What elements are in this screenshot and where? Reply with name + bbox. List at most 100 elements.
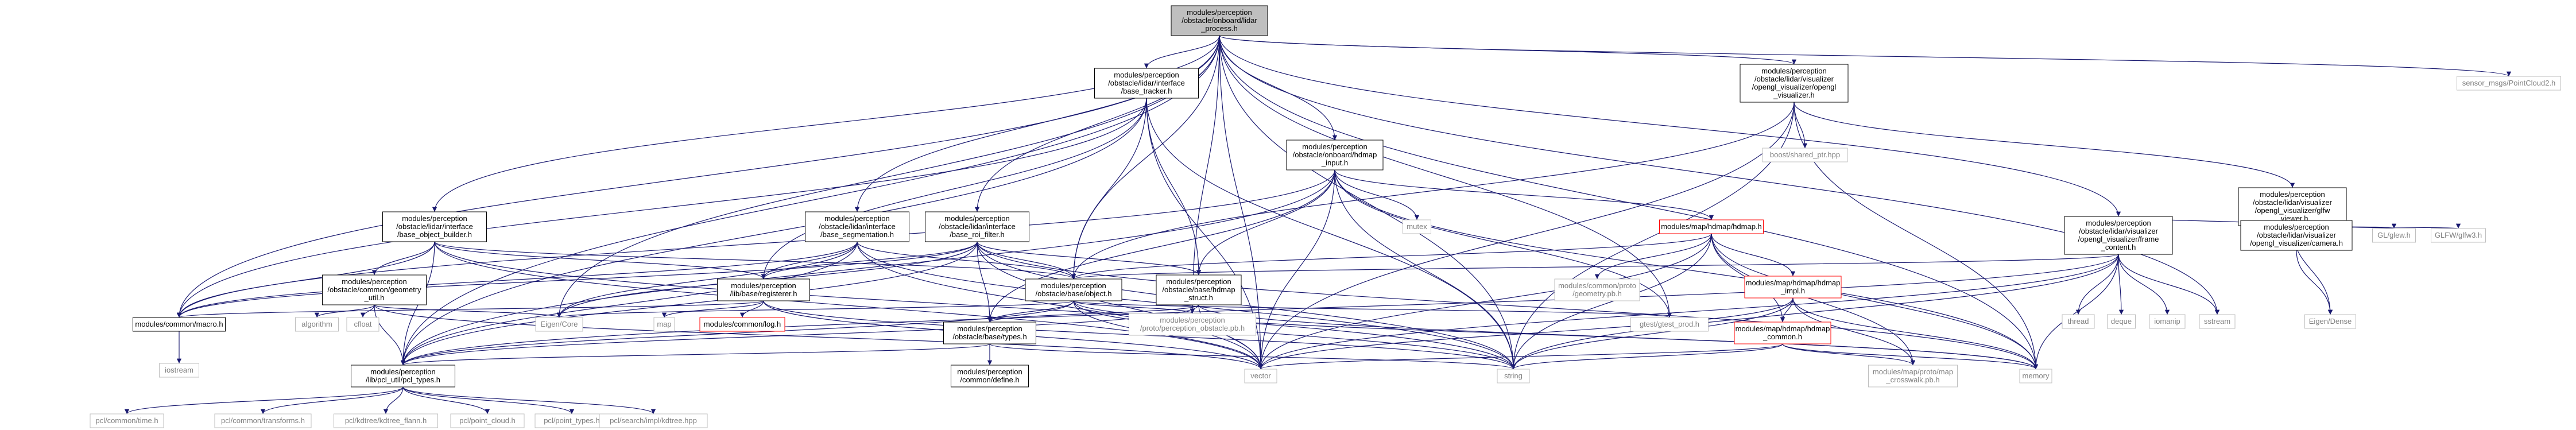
edge-base-object-builder-to-string	[434, 241, 1516, 370]
node-label-line: /obstacle/lidar/interface	[939, 222, 1016, 231]
graph-node-crosswalk-pb[interactable]: modules/map/proto/map_crosswalk.pb.h	[1868, 365, 1958, 388]
edge-hdmap-input-to-base-types	[987, 169, 1335, 323]
node-box	[2304, 314, 2356, 329]
graph-node-algorithm[interactable]: algorithm	[295, 317, 339, 332]
edge-hdmap-common-to-vector	[1258, 343, 1783, 370]
graph-node-boost-shared-ptr[interactable]: boost/shared_ptr.hpp	[1762, 148, 1848, 162]
node-label-line: /obstacle/lidar/visualizer	[2253, 198, 2333, 207]
graph-node-hdmap-struct[interactable]: modules/perception/obstacle/base/hdmap_s…	[1156, 274, 1242, 305]
edge-hdmap-common-to-string	[1510, 343, 1783, 370]
node-label-line: modules/map/hdmap/hdmap.h	[1661, 222, 1762, 231]
graph-node-obstacle-pb[interactable]: modules/perception/proto/perception_obst…	[1129, 313, 1256, 336]
edge-base-roi-filter-to-memory	[977, 241, 2039, 370]
graph-node-map[interactable]: map	[653, 317, 675, 332]
graph-node-root[interactable]: modules/perception/obstacle/onboard/lida…	[1171, 5, 1268, 36]
graph-node-base-tracker[interactable]: modules/perception/obstacle/lidar/interf…	[1094, 68, 1199, 99]
edge-frame-content-to-thread	[2075, 254, 2119, 315]
node-label-line: /obstacle/lidar/visualizer	[2257, 231, 2337, 239]
node-label-line: GLFW/glfw3.h	[2435, 231, 2482, 239]
node-label-line: mutex	[1407, 222, 1427, 231]
graph-node-glfw3[interactable]: GLFW/glfw3.h	[2431, 228, 2486, 243]
node-box	[1744, 276, 1842, 299]
node-label-line: /obstacle/onboard/hdmap	[1293, 150, 1377, 159]
node-label-line: /common/define.h	[960, 375, 1019, 384]
node-label-line: modules/perception	[342, 277, 406, 286]
graph-node-iostream[interactable]: iostream	[159, 363, 199, 378]
edge-root-to-obstacle-pb	[1190, 35, 1220, 314]
graph-node-base-object-builder[interactable]: modules/perception/obstacle/lidar/interf…	[382, 211, 487, 242]
edge-base-tracker-to-macro	[176, 98, 1147, 318]
node-label-line: pcl/point_cloud.h	[459, 416, 516, 425]
node-box	[1244, 369, 1277, 383]
node-box	[1630, 317, 1709, 332]
graph-node-log[interactable]: modules/common/log.h	[699, 317, 785, 332]
graph-node-memory[interactable]: memory	[2019, 369, 2052, 383]
edge-frame-content-to-sstream	[2118, 254, 2220, 315]
node-label-line: _crosswalk.pb.h	[1885, 375, 1939, 384]
graph-node-frame-content[interactable]: modules/perception/obstacle/lidar/visual…	[2064, 216, 2173, 255]
graph-node-gl-glew[interactable]: GL/glew.h	[2372, 228, 2416, 243]
graph-node-thread[interactable]: thread	[2062, 314, 2095, 329]
edge-base-object-builder-to-geometry-util	[371, 241, 435, 276]
graph-node-base-roi-filter[interactable]: modules/perception/obstacle/lidar/interf…	[925, 211, 1029, 242]
node-label-line: modules/common/proto	[1558, 281, 1636, 290]
edge-registerer-to-macro	[177, 300, 764, 318]
graph-node-map-hdmap[interactable]: modules/map/hdmap/hdmap.h	[1659, 219, 1764, 234]
graph-node-eigen-core[interactable]: Eigen/Core	[535, 317, 583, 332]
graph-node-macro[interactable]: modules/common/macro.h	[133, 317, 226, 332]
edge-root-to-pcl-types	[400, 35, 1220, 366]
graph-node-base-types[interactable]: modules/perception/obstacle/base/types.h	[943, 321, 1036, 344]
graph-node-base-object[interactable]: modules/perception/obstacle/base/object.…	[1025, 278, 1122, 301]
graph-node-pcl-types[interactable]: modules/perception/lib/pcl_util/pcl_type…	[351, 365, 455, 388]
graph-node-pcl-octree[interactable]: pcl/search/impl/kdtree.hpp	[599, 413, 708, 428]
graph-node-camera[interactable]: modules/perception/obstacle/lidar/visual…	[2240, 220, 2353, 251]
edge-root-to-sstream	[1219, 35, 2220, 315]
graph-node-hdmap-common[interactable]: modules/map/hdmap/hdmap_common.h	[1734, 321, 1831, 344]
graph-node-pcl-time[interactable]: pcl/common/time.h	[90, 413, 164, 428]
graph-node-iomanip[interactable]: iomanip	[2149, 314, 2186, 329]
node-label-line: /obstacle/lidar/interface	[396, 222, 473, 231]
graph-node-registerer[interactable]: modules/perception/lib/base/registerer.h	[717, 278, 810, 301]
graph-node-deque[interactable]: deque	[2107, 314, 2136, 329]
graph-node-vector[interactable]: vector	[1244, 369, 1277, 383]
node-label-line: vector	[1250, 371, 1271, 380]
node-box	[1554, 278, 1640, 301]
graph-node-mutex[interactable]: mutex	[1403, 219, 1431, 234]
node-label-line: thread	[2068, 317, 2089, 326]
graph-node-string[interactable]: string	[1497, 369, 1530, 383]
node-label-line: string	[1504, 371, 1523, 380]
edge-root-to-sensor-msgs	[1219, 35, 2511, 77]
graph-node-opengl-visualizer[interactable]: modules/perception/obstacle/lidar/visual…	[1740, 64, 1849, 103]
edge-base-tracker-to-hdmap-struct	[1146, 98, 1202, 276]
graph-node-pcl-point-cloud[interactable]: pcl/point_cloud.h	[450, 413, 525, 428]
graph-node-hdmap-input[interactable]: modules/perception/obstacle/onboard/hdma…	[1286, 140, 1384, 171]
node-label-line: pcl/common/transforms.h	[221, 416, 305, 425]
graph-node-define[interactable]: modules/perception/common/define.h	[951, 365, 1029, 388]
graph-node-gtest-prod[interactable]: gtest/gtest_prod.h	[1630, 317, 1709, 332]
graph-node-eigen-dense[interactable]: Eigen/Dense	[2304, 314, 2356, 329]
graph-node-cfloat[interactable]: cfloat	[346, 317, 379, 332]
node-label-line: algorithm	[301, 320, 332, 328]
graph-node-sstream[interactable]: sstream	[2199, 314, 2236, 329]
node-box	[2149, 314, 2186, 329]
graph-node-geometry-util[interactable]: modules/perception/obstacle/common/geome…	[322, 274, 427, 305]
graph-node-pcl-transforms[interactable]: pcl/common/transforms.h	[214, 413, 312, 428]
node-box	[2062, 314, 2095, 329]
edge-base-object-builder-to-vector	[434, 241, 1264, 370]
graph-node-pcl-kdtree[interactable]: pcl/kdtree/kdtree_flann.h	[334, 413, 438, 428]
node-label-line: modules/perception	[370, 367, 435, 376]
graph-node-geometry-pb[interactable]: modules/common/proto/geometry.pb.h	[1554, 278, 1640, 301]
graph-node-pcl-point-types[interactable]: pcl/point_types.h	[534, 413, 609, 428]
node-label-line: modules/perception	[1187, 8, 1252, 17]
node-box	[1094, 68, 1199, 99]
edge-base-roi-filter-to-macro	[176, 241, 978, 318]
graph-node-sensor-msgs[interactable]: sensor_msgs/PointCloud2.h	[2457, 76, 2561, 91]
edge-frame-content-to-string	[1510, 254, 2119, 370]
graph-node-hdmap-impl[interactable]: modules/map/hdmap/hdmap_impl.h	[1744, 276, 1842, 299]
graph-node-base-segmentation[interactable]: modules/perception/obstacle/lidar/interf…	[805, 211, 909, 242]
graph-node-glfw-viewer[interactable]: modules/perception/obstacle/lidar/visual…	[2238, 187, 2347, 226]
node-label-line: Eigen/Core	[540, 320, 578, 328]
edge-hdmap-input-to-gtest-prod	[1334, 169, 1672, 318]
edge-base-roi-filter-to-hdmap-struct	[977, 241, 1202, 276]
node-label-line: _impl.h	[1780, 286, 1805, 295]
